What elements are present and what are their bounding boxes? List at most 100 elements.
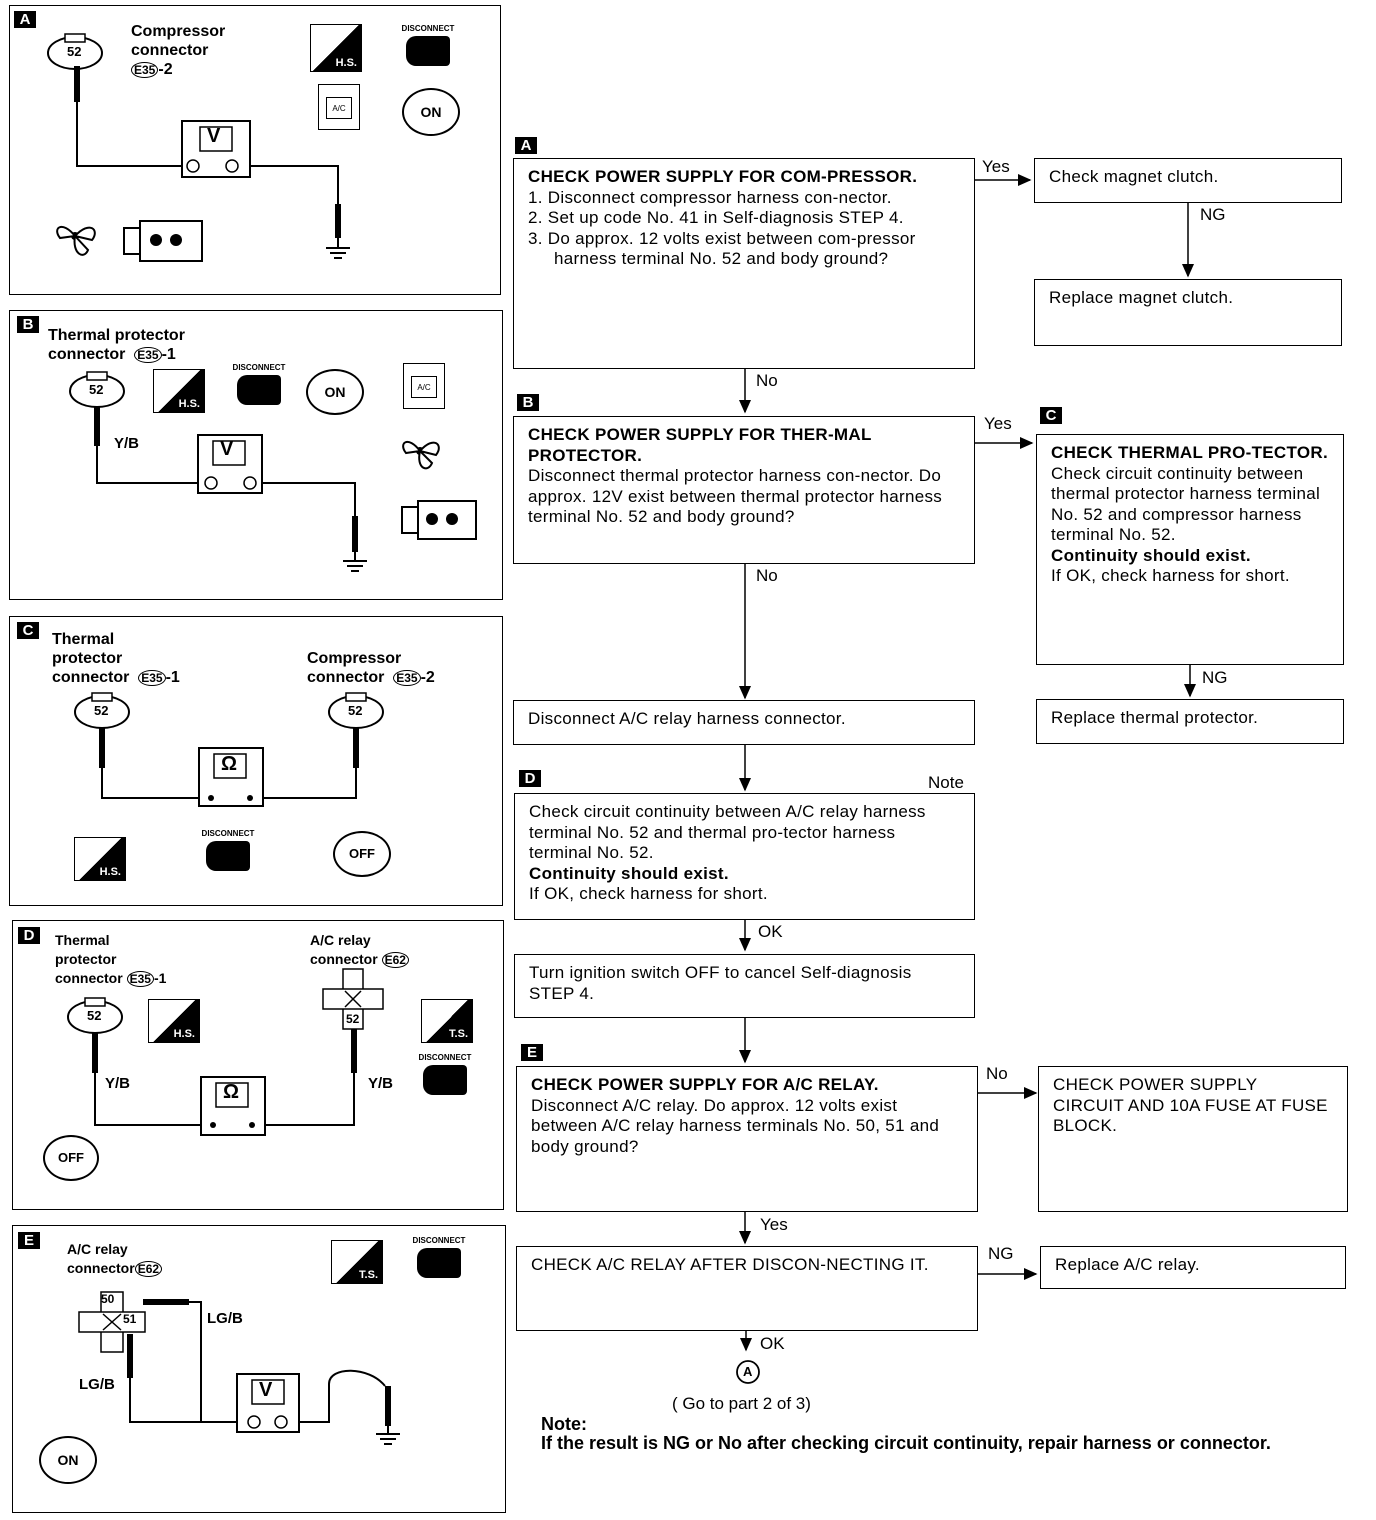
step-tag: E	[521, 1044, 543, 1061]
branch-label-ng: NG	[1202, 668, 1228, 687]
step-d-box: Check circuit continuity between A/C rel…	[514, 793, 975, 920]
step-a-item-3: 3. Do approx. 12 volts exist between com…	[528, 228, 916, 269]
wiring-diagram	[69, 371, 477, 572]
step-e-body: Disconnect A/C relay. Do approx. 12 volt…	[531, 1095, 940, 1156]
fan-icon	[402, 440, 440, 470]
connector-code: E35	[126, 971, 154, 987]
branch-label-yes: Yes	[982, 157, 1010, 176]
diagram-panel-b: B Thermal protector connector E35-1 52 Y…	[9, 310, 503, 600]
ignition-off-icon: OFF	[333, 831, 391, 877]
left-connector-label: Thermal protector connector E35-1	[55, 932, 167, 987]
step-tag: A	[515, 137, 537, 154]
connector-code: E35	[138, 670, 166, 686]
check-clutch-box: Check magnet clutch.	[1034, 158, 1342, 203]
step-b-box: CHECK POWER SUPPLY FOR THER-MAL PROTECTO…	[513, 416, 975, 564]
panel-tag: D	[18, 927, 40, 944]
connector-code: E35	[393, 670, 421, 686]
branch-label-ok: OK	[760, 1334, 785, 1353]
replace-relay-box: Replace A/C relay.	[1040, 1246, 1346, 1289]
branch-label-no: No	[986, 1064, 1008, 1083]
step-a-box: CHECK POWER SUPPLY FOR COM-PRESSOR. 1. D…	[513, 158, 975, 369]
branch-label-yes: Yes	[760, 1215, 788, 1234]
diagram-panel-d: D Thermal protector connector E35-1 A/C …	[12, 920, 504, 1210]
panel-tag: C	[17, 622, 39, 639]
terminal-label: 52	[87, 1008, 102, 1023]
check-relay-box: CHECK A/C RELAY AFTER DISCON-NECTING IT.	[516, 1246, 978, 1331]
ignition-on-icon: ON	[402, 88, 460, 136]
meter-label: V	[220, 438, 234, 460]
step-tag: D	[519, 770, 541, 787]
note-text: If the result is NG or No after checking…	[541, 1433, 1271, 1453]
step-tag: B	[517, 394, 539, 411]
step-e-title: CHECK POWER SUPPLY FOR A/C RELAY.	[531, 1075, 879, 1094]
step-tag: C	[1040, 407, 1062, 424]
harness-sensor-icon: H.S.	[310, 24, 362, 72]
panel-tag: A	[14, 11, 36, 28]
terminal-label: 51	[123, 1312, 137, 1326]
meter-label: Ω	[223, 1081, 240, 1103]
meter-label: V	[259, 1379, 273, 1401]
left-connector-label: Thermal protector connector E35-1	[52, 631, 180, 686]
step-d-tail: If OK, check harness for short.	[529, 884, 768, 903]
meter-label: Ω	[221, 753, 238, 775]
step-a-item-1: 1. Disconnect compressor harness con-nec…	[528, 187, 892, 207]
terminal-label: 52	[89, 382, 104, 397]
note-reference: Note	[928, 773, 964, 792]
ac-switch-icon: A/C	[318, 84, 360, 130]
diagram-panel-c: C Thermal protector connector E35-1 Comp…	[9, 616, 503, 906]
connector-code: E35	[134, 347, 162, 363]
wiring-diagram	[47, 33, 350, 262]
engine-icon	[123, 220, 203, 262]
step-c-body: Check circuit continuity between thermal…	[1051, 463, 1321, 545]
wire-color-label: Y/B	[114, 435, 140, 452]
branch-label-ok: OK	[758, 922, 783, 941]
harness-sensor-icon: H.S.	[153, 369, 205, 413]
disconnect-icon: DISCONNECT	[413, 1053, 477, 1105]
right-connector-label: A/C relay connector E62	[310, 931, 409, 969]
disconnect-icon: DISCONNECT	[196, 829, 260, 881]
wire-color-label: Y/B	[105, 1075, 131, 1092]
disconnect-relay-box: Disconnect A/C relay harness connector.	[513, 700, 975, 745]
branch-label-no: No	[756, 371, 778, 390]
step-b-title: CHECK POWER SUPPLY FOR THER-MAL PROTECTO…	[528, 425, 872, 465]
connector-label: Thermal protector connector E35-1	[48, 327, 185, 363]
step-c-tail: If OK, check harness for short.	[1051, 566, 1290, 585]
disconnect-icon: DISCONNECT	[227, 363, 291, 415]
wire-color-label: LG/B	[79, 1376, 115, 1393]
panel-tag: E	[18, 1232, 40, 1249]
panel-tag: B	[17, 316, 39, 333]
wiring-diagram	[78, 1291, 400, 1445]
terminal-label: 52	[94, 703, 109, 718]
wire-color-label: LG/B	[207, 1310, 243, 1327]
step-b-body: Disconnect thermal protector harness con…	[528, 466, 943, 526]
step-d-body: Check circuit continuity between A/C rel…	[529, 802, 926, 862]
fan-icon	[56, 225, 96, 256]
terminal-label: 52	[346, 1012, 360, 1026]
step-d-bold: Continuity should exist.	[529, 863, 729, 883]
check-supply-box: CHECK POWER SUPPLY CIRCUIT AND 10A FUSE …	[1038, 1066, 1348, 1212]
ignition-off-icon: OFF	[43, 1135, 99, 1181]
wire-color-label: Y/B	[368, 1075, 394, 1092]
branch-label-yes: Yes	[984, 414, 1012, 433]
harness-sensor-icon: H.S.	[148, 999, 200, 1043]
branch-label-ng: NG	[1200, 205, 1226, 224]
connector-code: E62	[381, 952, 409, 968]
replace-thermal-box: Replace thermal protector.	[1036, 699, 1344, 744]
wiring-diagram	[67, 968, 384, 1136]
terminal-label: 52	[348, 703, 363, 718]
note-label: Note:	[541, 1414, 587, 1434]
branch-label-ng: NG	[988, 1244, 1014, 1263]
step-c-bold: Continuity should exist.	[1051, 545, 1251, 565]
goto-part-2: ( Go to part 2 of 3)	[672, 1394, 811, 1413]
ac-switch-icon: A/C	[403, 363, 445, 409]
step-c-title: CHECK THERMAL PRO-TECTOR.	[1051, 443, 1328, 462]
step-c-box: CHECK THERMAL PRO-TECTOR. Check circuit …	[1036, 434, 1344, 665]
disconnect-icon: DISCONNECT	[396, 24, 460, 76]
branch-label-no: No	[756, 566, 778, 585]
connector-label: Compressor connector E35-2	[131, 23, 226, 78]
connector-code: E62	[134, 1261, 163, 1277]
harness-sensor-icon: H.S.	[74, 837, 126, 881]
